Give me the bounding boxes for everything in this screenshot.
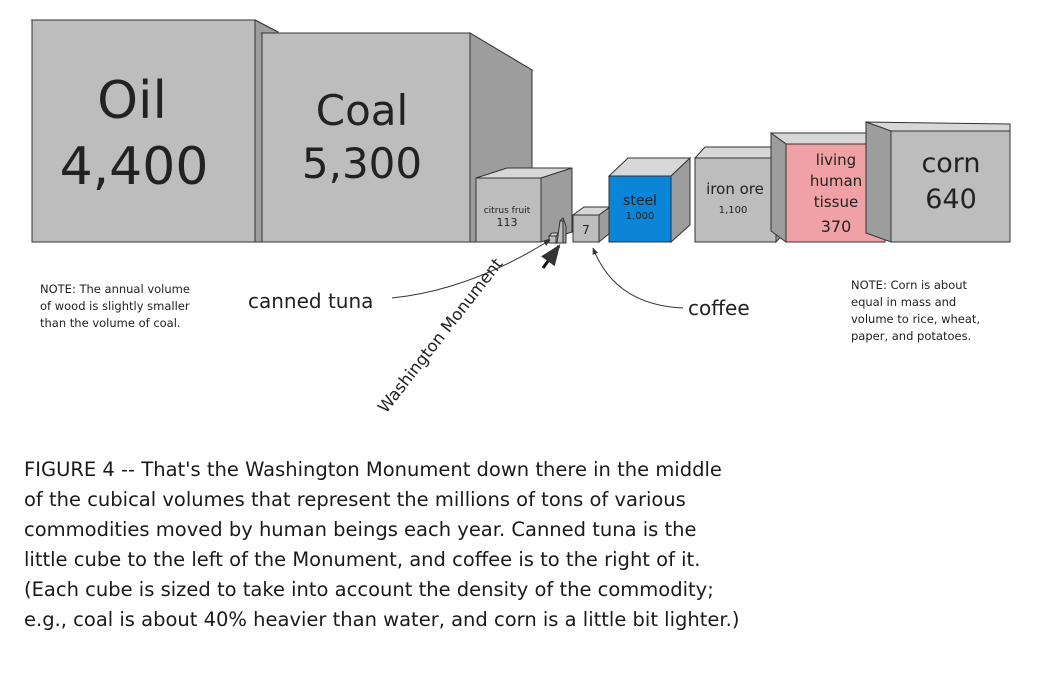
figure-caption: FIGURE 4 -- That's the Washington Monume…	[24, 455, 1024, 635]
wood-note-line-1: NOTE: The annual volume	[40, 282, 190, 296]
caption-line: FIGURE 4 -- That's the Washington Monume…	[24, 458, 722, 481]
corn-note-line-4: paper, and potatoes.	[851, 329, 971, 343]
coffee-arrow	[592, 247, 684, 309]
caption-line: (Each cube is sized to take into account…	[24, 578, 714, 601]
living-human-tissue-cube: living human tissue 370	[769, 132, 887, 243]
tissue-value: 370	[821, 217, 852, 236]
caption-line: e.g., coal is about 40% heavier than wat…	[24, 608, 740, 631]
corn-value: 640	[925, 184, 977, 215]
corn-label: corn	[921, 148, 980, 179]
caption-line: little cube to the left of the Monument,…	[24, 548, 701, 571]
corn-note-line-3: volume to rice, wheat,	[851, 312, 980, 326]
oil-value: 4,400	[60, 137, 209, 197]
steel-value: 1,000	[626, 211, 655, 222]
coal-value: 5,300	[302, 139, 422, 188]
tissue-label-line-2: human	[810, 172, 862, 190]
tissue-label-line-3: tissue	[814, 193, 858, 211]
corn-note: NOTE: Corn is about equal in mass and vo…	[851, 278, 980, 343]
caption-line: commodities moved by human beings each y…	[24, 518, 697, 541]
steel-label: steel	[623, 193, 657, 209]
corn-note-line-2: equal in mass and	[851, 295, 956, 309]
iron-ore-value: 1,100	[719, 205, 748, 216]
oil-label: Oil	[97, 71, 167, 131]
coal-label: Coal	[316, 86, 408, 135]
canned-tuna-label: canned tuna	[248, 289, 373, 313]
caption-line: of the cubical volumes that represent th…	[24, 488, 686, 511]
corn-note-line-1: NOTE: Corn is about	[851, 278, 968, 292]
commodity-cubes-figure: Oil 4,400 Coal 5,300 citrus fruit 113 7	[30, 19, 1011, 416]
iron-ore-label: iron ore	[706, 180, 764, 198]
iron-ore-cube: iron ore 1,100	[693, 145, 788, 244]
coal-cube: Coal 5,300	[260, 32, 534, 243]
oil-cube: Oil 4,400	[30, 19, 279, 243]
monument-arrow	[541, 244, 561, 269]
wood-note: NOTE: The annual volume of wood is sligh…	[40, 282, 190, 330]
canned-tuna-arrow	[391, 239, 551, 299]
tissue-label-line-1: living	[816, 151, 856, 169]
corn-cube: corn 640	[865, 121, 1011, 243]
wood-note-line-2: of wood is slightly smaller	[40, 299, 190, 313]
citrus-fruit-value: 113	[497, 216, 518, 229]
steel-cube: steel 1,000	[607, 156, 692, 244]
coffee-value: 7	[582, 223, 590, 237]
washington-monument-label: Washington Monument	[374, 254, 507, 416]
coffee-label: coffee	[688, 296, 750, 320]
citrus-fruit-cube: citrus fruit 113	[475, 167, 573, 243]
citrus-fruit-label: citrus fruit	[484, 206, 531, 216]
washington-monument	[556, 217, 567, 244]
coffee-cube: 7	[571, 206, 612, 244]
wood-note-line-3: than the volume of coal.	[40, 316, 181, 330]
